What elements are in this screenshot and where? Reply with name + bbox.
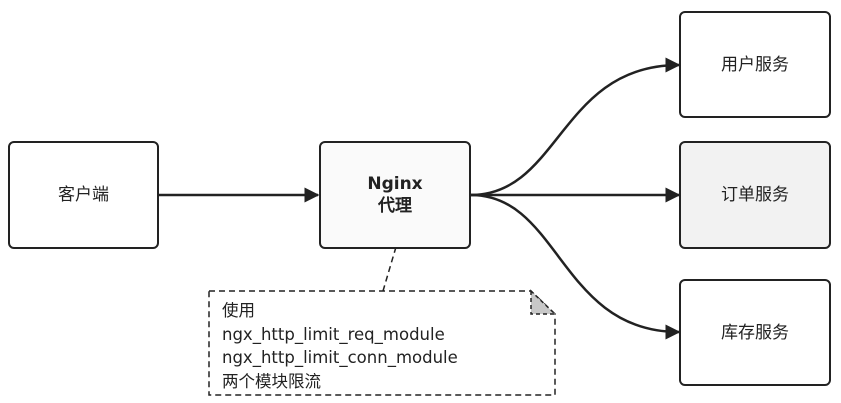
client-node[interactable]: 客户端 xyxy=(8,141,159,249)
order-service-node[interactable]: 订单服务 xyxy=(679,141,831,249)
client-label: 客户端 xyxy=(58,185,109,205)
edge-proxy-to-inventory-service xyxy=(470,193,681,340)
note-line: ngx_http_limit_req_module xyxy=(222,324,445,344)
edge-proxy-to-user-service xyxy=(470,57,681,197)
note-line: ngx_http_limit_conn_module xyxy=(222,348,458,367)
user-service-label: 用户服务 xyxy=(721,54,789,75)
order-service-label: 订单服务 xyxy=(721,185,789,205)
note-folded-corner xyxy=(530,289,557,315)
note-connector xyxy=(382,246,397,292)
inventory-service-node[interactable]: 库存服务 xyxy=(679,279,831,386)
user-service-node[interactable]: 用户服务 xyxy=(679,11,831,118)
note-line: 使用 xyxy=(222,301,255,320)
note-line: 两个模块限流 xyxy=(222,371,321,391)
note-shape xyxy=(208,290,556,396)
inventory-service-label: 库存服务 xyxy=(721,322,789,343)
rate-limit-note: 使用 ngx_http_limit_req_module ngx_http_li… xyxy=(222,299,458,393)
proxy-label-line1: Nginx xyxy=(367,174,423,194)
proxy-label-line2: 代理 xyxy=(378,196,412,216)
nginx-proxy-node[interactable]: Nginx 代理 xyxy=(319,141,471,249)
